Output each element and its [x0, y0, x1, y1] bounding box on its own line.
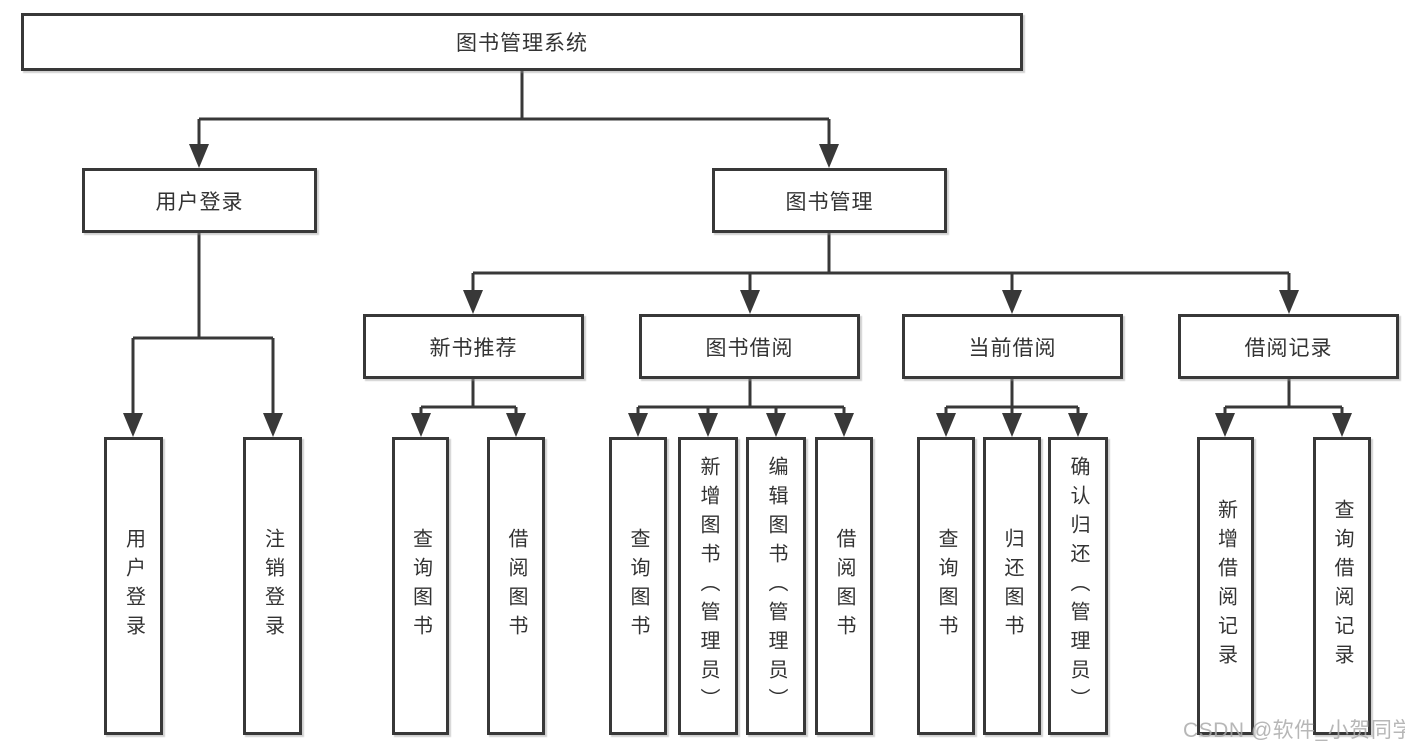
leaf-borrow-edit-books-admin-label: 编辑图书（管理员）: [765, 455, 787, 717]
node-current-borrowing: 当前借阅: [902, 314, 1123, 379]
leaf-current-confirm-return-admin: 确认归还（管理员）: [1048, 437, 1108, 735]
leaf-borrow-query-books-label: 查询图书: [627, 528, 649, 644]
node-book-management: 图书管理: [712, 168, 947, 233]
csdn-watermark: CSDN @软件_小贺同学: [1183, 719, 1405, 742]
arrowhead: [463, 290, 483, 314]
leaf-current-query-books-label: 查询图书: [935, 528, 957, 644]
leaf-current-confirm-return-admin-label: 确认归还（管理员）: [1067, 455, 1089, 717]
node-borrow-records-label: 借阅记录: [1244, 336, 1333, 360]
arrowhead: [411, 413, 431, 437]
node-root: 图书管理系统: [21, 13, 1023, 71]
node-borrow-records: 借阅记录: [1178, 314, 1399, 379]
node-current-borrowing-label: 当前借阅: [968, 336, 1057, 360]
leaf-record-query-borrow-record: 查询借阅记录: [1313, 437, 1371, 735]
leaf-newbook-query-books: 查询图书: [392, 437, 449, 735]
connector: [197, 70, 831, 150]
arrowhead: [1215, 413, 1235, 437]
leaf-record-add-borrow-record-label: 新增借阅记录: [1214, 499, 1237, 673]
node-root-label: 图书管理系统: [456, 32, 588, 55]
arrowhead: [766, 413, 786, 437]
node-new-book-recommend: 新书推荐: [363, 314, 584, 379]
arrowhead: [936, 413, 956, 437]
leaf-borrow-query-books: 查询图书: [609, 437, 667, 735]
arrowhead: [1332, 413, 1352, 437]
node-book-borrowing: 图书借阅: [639, 314, 860, 379]
leaf-logout-label: 注销登录: [261, 528, 284, 644]
arrowhead: [189, 144, 209, 168]
arrowhead: [698, 413, 718, 437]
leaf-user-login-label: 用户登录: [122, 528, 145, 644]
arrowhead: [506, 413, 526, 437]
leaf-record-query-borrow-record-label: 查询借阅记录: [1331, 499, 1353, 673]
leaf-current-query-books: 查询图书: [917, 437, 975, 735]
leaf-newbook-borrow-books-label: 借阅图书: [505, 528, 527, 644]
leaf-borrow-borrow-books: 借阅图书: [815, 437, 873, 735]
leaf-newbook-query-books-label: 查询图书: [409, 528, 432, 644]
arrowhead: [1068, 413, 1088, 437]
leaf-current-return-books-label: 归还图书: [1001, 528, 1023, 644]
node-user-login-label: 用户登录: [155, 190, 244, 214]
arrowhead: [740, 290, 760, 314]
arrowhead: [1002, 413, 1022, 437]
leaf-record-add-borrow-record: 新增借阅记录: [1197, 437, 1254, 735]
leaf-borrow-add-books-admin: 新增图书（管理员）: [678, 437, 738, 735]
node-book-borrowing-label: 图书借阅: [705, 336, 794, 360]
leaf-logout: 注销登录: [243, 437, 302, 735]
arrowhead: [123, 413, 143, 437]
node-book-management-label: 图书管理: [785, 190, 874, 214]
leaf-borrow-edit-books-admin: 编辑图书（管理员）: [746, 437, 806, 735]
node-user-login: 用户登录: [82, 168, 317, 233]
connector: [471, 233, 1291, 293]
arrowhead: [819, 144, 839, 168]
arrowhead: [628, 413, 648, 437]
connector: [419, 379, 518, 418]
arrowhead: [263, 413, 283, 437]
leaf-borrow-borrow-books-label: 借阅图书: [833, 528, 855, 644]
connector: [131, 233, 275, 417]
arrowhead: [1279, 290, 1299, 314]
connector: [636, 379, 846, 418]
leaf-borrow-add-books-admin-label: 新增图书（管理员）: [697, 455, 719, 717]
node-new-book-recommend-label: 新书推荐: [429, 336, 518, 360]
arrowhead: [834, 413, 854, 437]
leaf-user-login: 用户登录: [104, 437, 163, 735]
leaf-current-return-books: 归还图书: [983, 437, 1041, 735]
connector: [944, 379, 1080, 418]
leaf-newbook-borrow-books: 借阅图书: [487, 437, 545, 735]
connector: [1223, 379, 1344, 418]
arrowhead: [1002, 290, 1022, 314]
